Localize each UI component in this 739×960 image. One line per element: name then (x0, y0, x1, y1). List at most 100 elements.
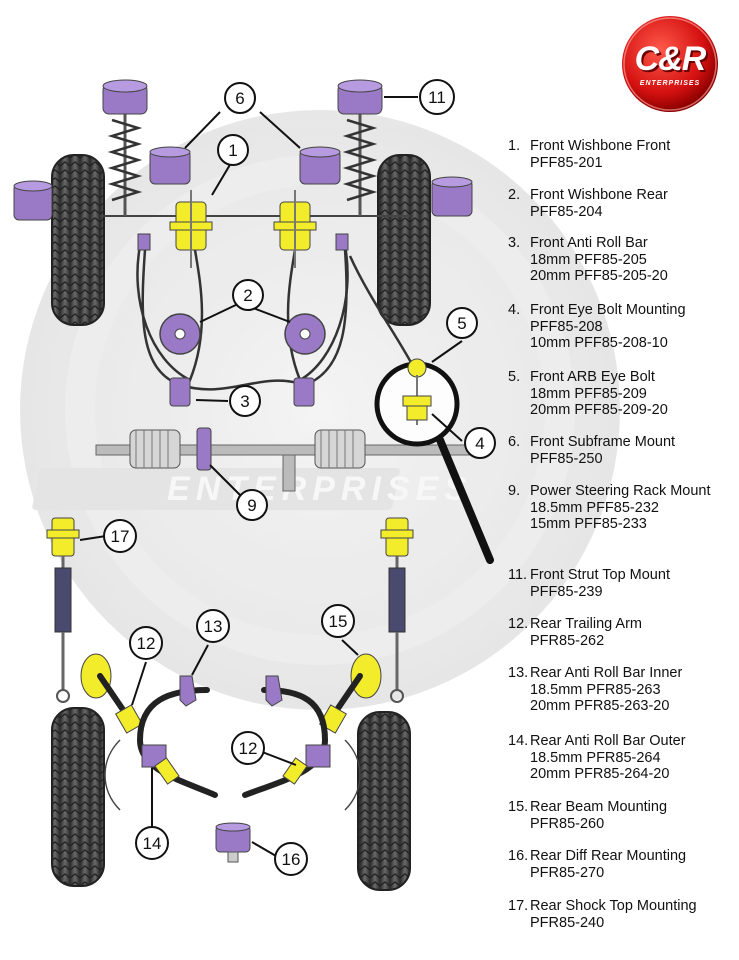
front-left-tyre (51, 154, 105, 326)
part-name: Rear Anti Roll Bar Inner (530, 665, 683, 681)
part-name: Front Strut Top Mount (530, 567, 670, 583)
part-number: 5. (508, 369, 521, 385)
callout-label: 3 (240, 392, 249, 411)
part-number: 12. (508, 616, 529, 632)
part-number: 14. (508, 733, 529, 749)
callout-label: 13 (204, 617, 223, 636)
front-right-tyre (377, 154, 431, 326)
part-code: 15mm PFF85-233 (530, 516, 647, 532)
part-title: 6.Front Subframe Mount (508, 434, 734, 451)
callout-3: 3 (229, 385, 261, 417)
part-title: 4.Front Eye Bolt Mounting (508, 302, 734, 319)
part-name: Rear Anti Roll Bar Outer (530, 733, 686, 749)
callout-17: 17 (103, 519, 137, 553)
part-code: 18.5mm PFF85-232 (530, 499, 659, 516)
part-name: Rear Beam Mounting (530, 799, 668, 815)
part-code: 20mm PFF85-205-20 (530, 268, 668, 284)
callout-markers: 1 2 3 4 5 6 9 11 12 12 13 14 15 16 17 (103, 79, 496, 876)
diff-rear-mount (215, 822, 251, 863)
part-number: 11. (508, 567, 528, 583)
part-name: Front Anti Roll Bar (530, 235, 648, 251)
callout-label: 17 (111, 527, 130, 546)
rear-right-shock (380, 517, 414, 703)
callout-label: 5 (457, 314, 466, 333)
callout-11: 11 (419, 79, 455, 115)
callout-label: 2 (243, 286, 252, 305)
rear-suspension (46, 517, 414, 891)
callout-16: 16 (274, 842, 308, 876)
part-number: 13. (508, 665, 529, 681)
part-number: 2. (508, 187, 521, 203)
callout-label: 4 (475, 434, 484, 453)
callout-9: 9 (236, 489, 268, 521)
callout-1: 1 (217, 134, 249, 166)
part-code: PFR85-262 (530, 632, 605, 649)
part-name: Rear Shock Top Mounting (530, 898, 697, 914)
callout-6: 6 (224, 82, 256, 114)
part-name: Power Steering Rack Mount (530, 483, 711, 499)
rear-right-tyre (357, 711, 411, 891)
part-title: 11.Front Strut Top Mount (508, 567, 734, 584)
part-code: 20mm PFR85-263-20 (530, 698, 670, 714)
part-code: PFF85-250 (530, 450, 603, 467)
part-code: PFR85-260 (530, 815, 605, 832)
brand-logo: C&R ENTERPRISES (612, 14, 728, 114)
part-code: PFF85-204 (530, 203, 603, 220)
callout-label: 11 (428, 88, 446, 107)
front-left-spring (102, 79, 148, 216)
part-code: PFF85-208 (530, 318, 603, 335)
callout-label: 6 (235, 89, 244, 108)
part-code: PFF85-239 (530, 583, 603, 600)
part-code: 20mm PFF85-209-20 (530, 402, 668, 418)
front-suspension (13, 79, 494, 564)
part-name: Front Subframe Mount (530, 434, 676, 450)
part-title: 14.Rear Anti Roll Bar Outer (508, 733, 734, 750)
part-number: 15. (508, 799, 529, 815)
rear-left-shock (46, 517, 80, 703)
callout-12-right: 12 (231, 731, 265, 765)
callout-label: 12 (239, 739, 258, 758)
callout-4: 4 (464, 427, 496, 459)
part-code: 18mm PFF85-205 (530, 251, 647, 268)
part-code: 18.5mm PFR85-263 (530, 681, 661, 698)
logo-badge-icon (622, 16, 718, 112)
part-title: 9. Power Steering Rack Mount (508, 483, 734, 500)
part-code: 20mm PFR85-264-20 (530, 766, 670, 782)
part-title: 13.Rear Anti Roll Bar Inner (508, 665, 734, 682)
part-number: 3. (508, 235, 521, 251)
part-title: 15.Rear Beam Mounting (508, 799, 734, 816)
part-title: 2.Front Wishbone Rear (508, 187, 734, 204)
part-code: 18.5mm PFR85-264 (530, 749, 661, 766)
magnifier (374, 358, 494, 564)
callout-label: 16 (282, 850, 301, 869)
front-anti-roll-bar (141, 249, 417, 407)
rear-left-tyre (51, 707, 105, 887)
callout-label: 14 (143, 834, 162, 853)
part-code: PFF85-201 (530, 154, 603, 171)
part-code: PFR85-270 (530, 864, 605, 881)
part-name: Front Eye Bolt Mounting (530, 302, 686, 318)
part-name: Rear Trailing Arm (530, 616, 643, 632)
leader-lines (79, 96, 463, 857)
part-title: 1.Front Wishbone Front (508, 138, 734, 155)
part-title: 12.Rear Trailing Arm (508, 616, 734, 633)
part-number: 9. (508, 483, 521, 499)
part-title: 5.Front ARB Eye Bolt (508, 369, 734, 386)
logo-subtext: ENTERPRISES (639, 80, 701, 87)
part-number: 17. (508, 898, 529, 914)
watermark-text: ENTERPRISES (167, 470, 473, 508)
callout-5: 5 (446, 307, 478, 339)
front-right-spring (337, 79, 383, 216)
part-code: 18mm PFF85-209 (530, 385, 647, 402)
callout-12-left: 12 (129, 626, 163, 660)
part-title: 3. Front Anti Roll Bar (508, 235, 734, 252)
